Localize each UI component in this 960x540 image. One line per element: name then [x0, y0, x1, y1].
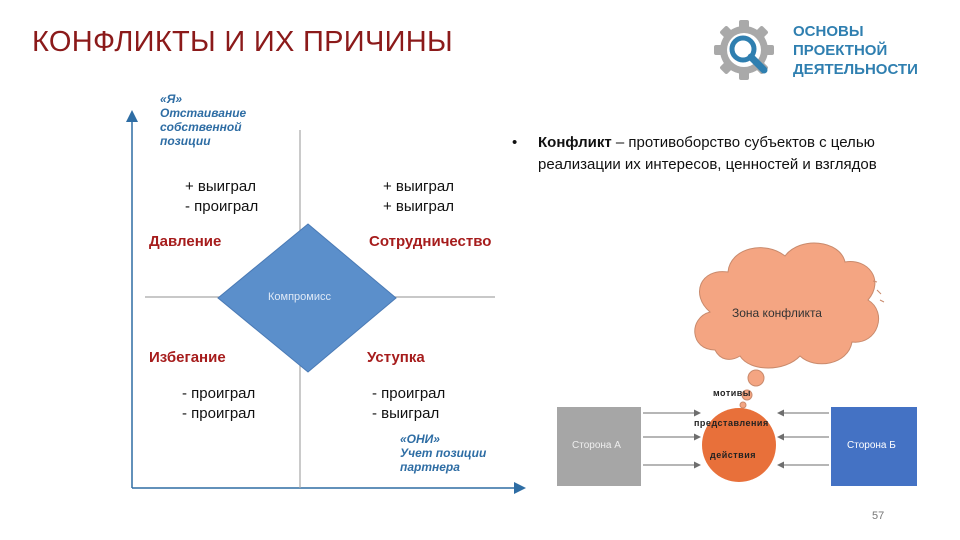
outcome-line: + выиграл: [383, 198, 454, 215]
logo-text: ОСНОВЫ ПРОЕКТНОЙ ДЕЯТЕЛЬНОСТИ: [793, 22, 918, 79]
logo-line-2: ПРОЕКТНОЙ: [793, 42, 888, 59]
representations-label: представления: [694, 418, 769, 428]
slide-number: 57: [872, 510, 885, 522]
x-axis-label-line-1: «ОНИ»: [400, 432, 440, 446]
strategy-pressure: Давление: [149, 233, 222, 250]
side-a-label: Сторона А: [572, 440, 621, 451]
strategy-cooperation: Сотрудничество: [369, 233, 492, 250]
y-axis-label: «Я» Отстаивание собственной позиции: [160, 92, 246, 148]
logo-line-3: ДЕЯТЕЛЬНОСТИ: [793, 61, 918, 78]
quadrant-bottom-left-outcomes: - проиграл - проиграл: [182, 384, 255, 424]
y-axis-label-line-4: позиции: [160, 134, 211, 148]
x-axis-label: «ОНИ» Учет позиции партнера: [400, 432, 486, 474]
definition-bullet: • Конфликт – противоборство субъектов с …: [512, 132, 902, 176]
outcome-line: - проиграл: [372, 385, 446, 402]
strategy-avoidance: Избегание: [149, 349, 226, 366]
strategy-concession: Уступка: [367, 349, 425, 366]
side-a-box: [557, 407, 641, 486]
x-axis-label-line-2: Учет позиции: [400, 446, 487, 460]
y-axis-label-line-2: Отстаивание: [160, 106, 247, 120]
bullet-glyph: •: [512, 134, 518, 151]
cloud-bubble-3: [739, 401, 747, 409]
logo-line-1: ОСНОВЫ: [793, 23, 864, 40]
definition-text: – противоборство субъектов с целью реали…: [538, 134, 877, 173]
outcome-line: - выиграл: [372, 405, 440, 422]
conflict-circle: [702, 408, 776, 482]
conflict-zone-cloud: [694, 242, 879, 369]
outcome-line: - проиграл: [185, 198, 259, 215]
quadrant-top-right-outcomes: + выиграл + выиграл: [383, 177, 454, 217]
compromise-diamond: [217, 223, 397, 373]
outcome-line: - проиграл: [182, 405, 256, 422]
page-title: КОНФЛИКТЫ И ИХ ПРИЧИНЫ: [32, 26, 453, 58]
conflict-zone-label: Зона конфликта: [732, 306, 822, 320]
actions-label: действия: [710, 450, 756, 460]
outcome-line: + выиграл: [185, 178, 256, 195]
outcome-line: + выиграл: [383, 178, 454, 195]
cloud-bubble-2: [741, 389, 753, 401]
compromise-label: Компромисс: [268, 291, 331, 303]
side-b-label: Сторона Б: [847, 440, 896, 451]
gear-magnifier-icon: [714, 20, 774, 80]
y-axis-label-line-1: «Я»: [160, 92, 183, 106]
definition-term: Конфликт: [538, 134, 612, 151]
motives-label: мотивы: [713, 388, 751, 398]
cloud-bubble-1: [747, 369, 765, 387]
x-axis-label-line-3: партнера: [400, 460, 460, 474]
y-axis-label-line-3: собственной: [160, 120, 242, 134]
side-b-box: [831, 407, 917, 486]
quadrant-bottom-right-outcomes: - проиграл - выиграл: [372, 384, 445, 424]
quadrant-top-left-outcomes: + выиграл - проиграл: [185, 177, 258, 217]
outcome-line: - проиграл: [182, 385, 256, 402]
